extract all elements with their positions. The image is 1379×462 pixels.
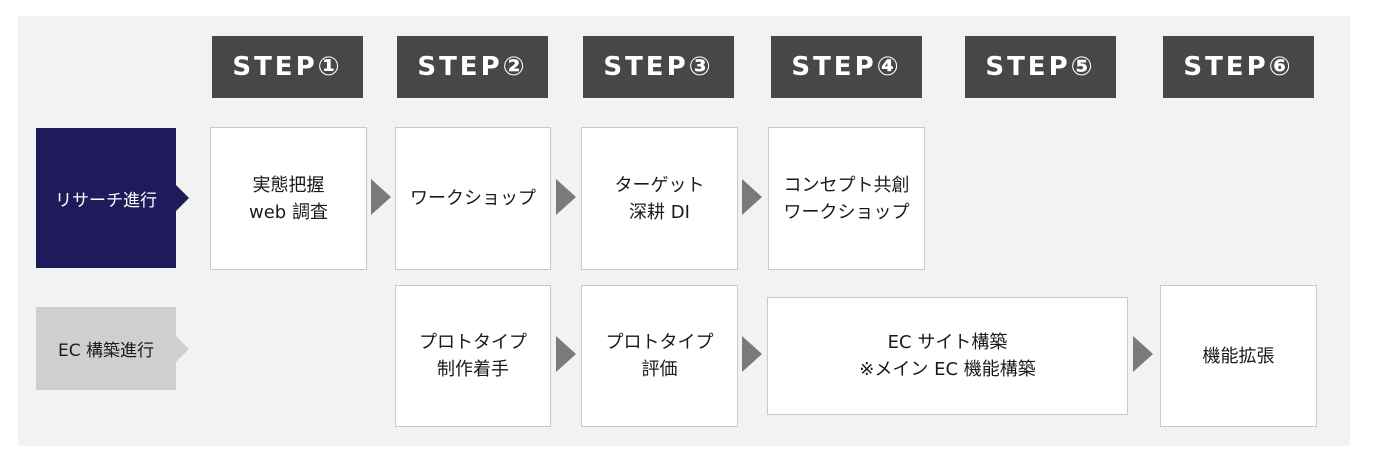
flow-arrow	[742, 179, 762, 215]
lane-label-research: リサーチ進行	[36, 128, 189, 268]
step-header-5: STEP⑤	[965, 36, 1116, 98]
step-header-1: STEP①	[212, 36, 363, 98]
ec-task-3-line2: ※メイン EC 機能構築	[859, 359, 1036, 380]
research-task-3-line1: ターゲット	[614, 174, 705, 196]
flow-arrow	[742, 336, 762, 372]
ec-task-1-line1: プロトタイプ	[419, 332, 527, 353]
research-task-3: ターゲット 深耕 DI	[581, 127, 738, 270]
ec-task-1-line2: 制作着手	[437, 359, 509, 380]
research-task-1-line2: web 調査	[249, 201, 328, 223]
research-task-4-line2: ワークショップ	[783, 201, 910, 223]
ec-task-3: EC サイト構築 ※メイン EC 機能構築	[767, 297, 1128, 415]
ec-task-1: プロトタイプ 制作着手	[395, 285, 551, 427]
ec-task-2: プロトタイプ 評価	[581, 285, 738, 427]
research-task-2: ワークショップ	[395, 127, 551, 270]
lane-label-research-text: リサーチ進行	[55, 190, 157, 211]
ec-task-4: 機能拡張	[1160, 285, 1317, 427]
ec-task-4-line1: 機能拡張	[1202, 345, 1275, 367]
step-header-3: STEP③	[583, 36, 734, 98]
flow-arrow	[556, 336, 576, 372]
flow-arrow	[371, 179, 391, 215]
research-task-3-line2: 深耕 DI	[629, 201, 690, 223]
flow-arrow	[556, 179, 576, 215]
ec-task-2-line1: プロトタイプ	[605, 332, 714, 353]
ec-task-2-line2: 評価	[641, 359, 678, 380]
lane-label-ec: EC 構築進行	[36, 307, 189, 390]
research-task-1-line1: 実態把握	[252, 174, 325, 196]
lane-label-ec-text: EC 構築進行	[57, 341, 154, 361]
research-task-1: 実態把握 web 調査	[210, 127, 367, 270]
ec-task-3-line1: EC サイト構築	[887, 332, 1008, 353]
step-header-2: STEP②	[397, 36, 548, 98]
flow-arrow	[1133, 336, 1153, 372]
research-task-4-line1: コンセプト共創	[783, 174, 910, 196]
step-header-4: STEP④	[771, 36, 922, 98]
step-header-6: STEP⑥	[1163, 36, 1314, 98]
research-task-4: コンセプト共創 ワークショップ	[768, 127, 925, 270]
research-task-2-line1: ワークショップ	[410, 188, 536, 209]
